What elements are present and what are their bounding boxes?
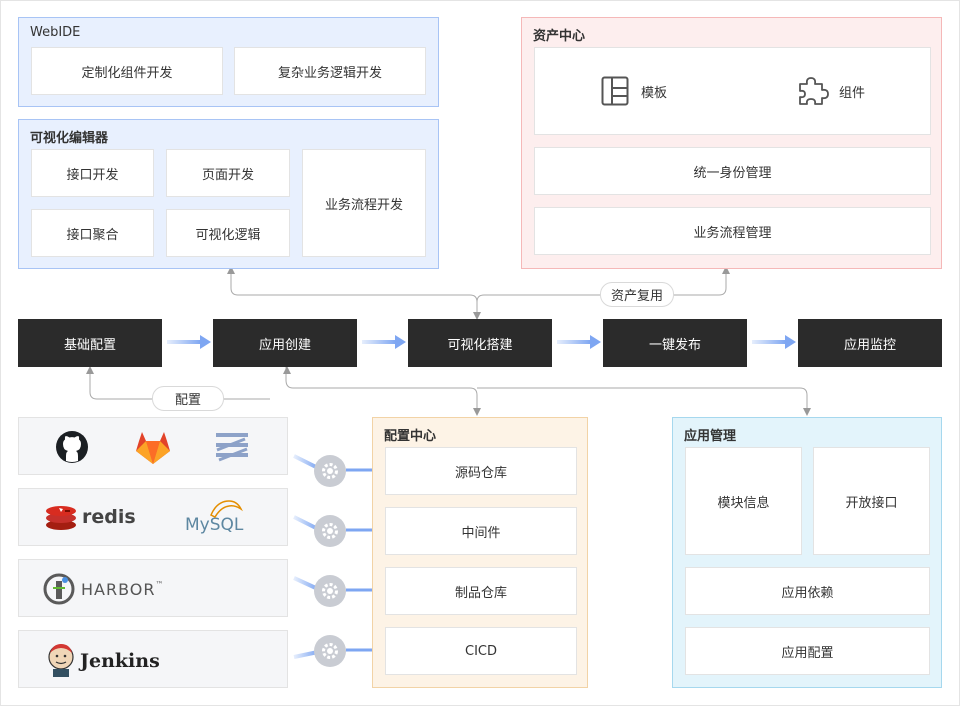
tool-box-git	[18, 417, 288, 475]
config-item-source-repo[interactable]: 源码仓库	[385, 447, 577, 495]
asset-item-process-mgmt[interactable]: 业务流程管理	[534, 207, 931, 255]
reuse-line-left	[230, 270, 478, 318]
config-item-middleware[interactable]: 中间件	[385, 507, 577, 555]
webide-item-custom-component[interactable]: 定制化组件开发	[31, 47, 223, 95]
jenkins-icon	[48, 644, 74, 677]
asset-reuse-pill: 资产复用	[600, 282, 674, 307]
editor-item-process-dev[interactable]: 业务流程开发	[302, 149, 426, 257]
app-mgmt-title: 应用管理	[684, 429, 737, 444]
template-entry[interactable]: 模板	[601, 76, 667, 106]
app-item-open-api[interactable]: 开放接口	[813, 447, 930, 555]
puzzle-icon	[799, 77, 829, 105]
flow-arrow-4	[752, 340, 786, 344]
editor-item-api-aggregate[interactable]: 接口聚合	[31, 209, 154, 257]
webide-panel: WebIDE 定制化组件开发 复杂业务逻辑开发	[18, 17, 439, 107]
config-pill: 配置	[152, 386, 224, 411]
app-create-line	[285, 367, 478, 412]
app-item-config[interactable]: 应用配置	[685, 627, 930, 675]
reuse-line-right	[476, 270, 727, 303]
gear-icon	[314, 635, 346, 667]
asset-item-identity[interactable]: 统一身份管理	[534, 147, 931, 195]
gitlab-icon	[136, 432, 170, 464]
redis-text: redis	[82, 506, 136, 528]
editor-item-api-dev[interactable]: 接口开发	[31, 149, 154, 197]
config-line	[89, 370, 270, 400]
mysql-dolphin-icon	[210, 500, 243, 518]
flow-step-app-monitor[interactable]: 应用监控	[798, 319, 942, 367]
config-item-cicd[interactable]: CICD	[385, 627, 577, 675]
github-icon	[56, 431, 88, 463]
jenkins-text: Jenkins	[80, 650, 160, 672]
gear-icon	[314, 575, 346, 607]
webide-item-complex-logic[interactable]: 复杂业务逻辑开发	[234, 47, 426, 95]
gear-icon	[314, 455, 346, 487]
component-entry[interactable]: 组件	[797, 76, 865, 106]
mysql-text: MySQL	[185, 515, 244, 535]
component-label: 组件	[839, 85, 866, 101]
flow-step-app-create[interactable]: 应用创建	[213, 319, 357, 367]
gear-icon	[314, 515, 346, 547]
config-item-artifact-repo[interactable]: 制品仓库	[385, 567, 577, 615]
harbor-name: HARBOR	[81, 580, 156, 599]
asset-center-panel: 资产中心 模板 组件 统一身份管理 业务流程管理	[521, 17, 942, 269]
svn-icon	[216, 433, 248, 462]
harbor-icon	[43, 573, 75, 605]
harbor-text: HARBOR™	[81, 580, 165, 599]
template-label: 模板	[641, 85, 668, 101]
app-mgmt-panel: 应用管理 模块信息 开放接口 应用依赖 应用配置	[672, 417, 942, 688]
config-center-panel: 配置中心 源码仓库 中间件 制品仓库 CICD	[372, 417, 588, 688]
visual-editor-panel: 可视化编辑器 接口开发 页面开发 业务流程开发 接口聚合 可视化逻辑	[18, 119, 439, 269]
flow-arrow-3	[557, 340, 591, 344]
flow-arrow-2	[362, 340, 396, 344]
webide-title: WebIDE	[30, 25, 81, 40]
flow-arrow-1	[167, 340, 201, 344]
editor-item-visual-logic[interactable]: 可视化逻辑	[166, 209, 290, 257]
flow-step-one-click-publish[interactable]: 一键发布	[603, 319, 747, 367]
tool-box-middleware: redis MySQL	[18, 488, 288, 546]
tool-box-jenkins: Jenkins	[18, 630, 288, 688]
tool-box-harbor: HARBOR™	[18, 559, 288, 617]
redis-icon	[46, 506, 76, 530]
flow-step-base-config[interactable]: 基础配置	[18, 319, 162, 367]
flow-step-visual-build[interactable]: 可视化搭建	[408, 319, 552, 367]
template-icon	[601, 76, 629, 106]
editor-item-page-dev[interactable]: 页面开发	[166, 149, 290, 197]
harbor-trademark: ™	[155, 580, 165, 589]
config-center-title: 配置中心	[384, 429, 437, 444]
visual-editor-title: 可视化编辑器	[30, 131, 109, 146]
asset-template-component-box: 模板 组件	[534, 47, 931, 135]
asset-center-title: 资产中心	[533, 29, 586, 44]
app-item-dependency[interactable]: 应用依赖	[685, 567, 930, 615]
app-item-module-info[interactable]: 模块信息	[685, 447, 802, 555]
